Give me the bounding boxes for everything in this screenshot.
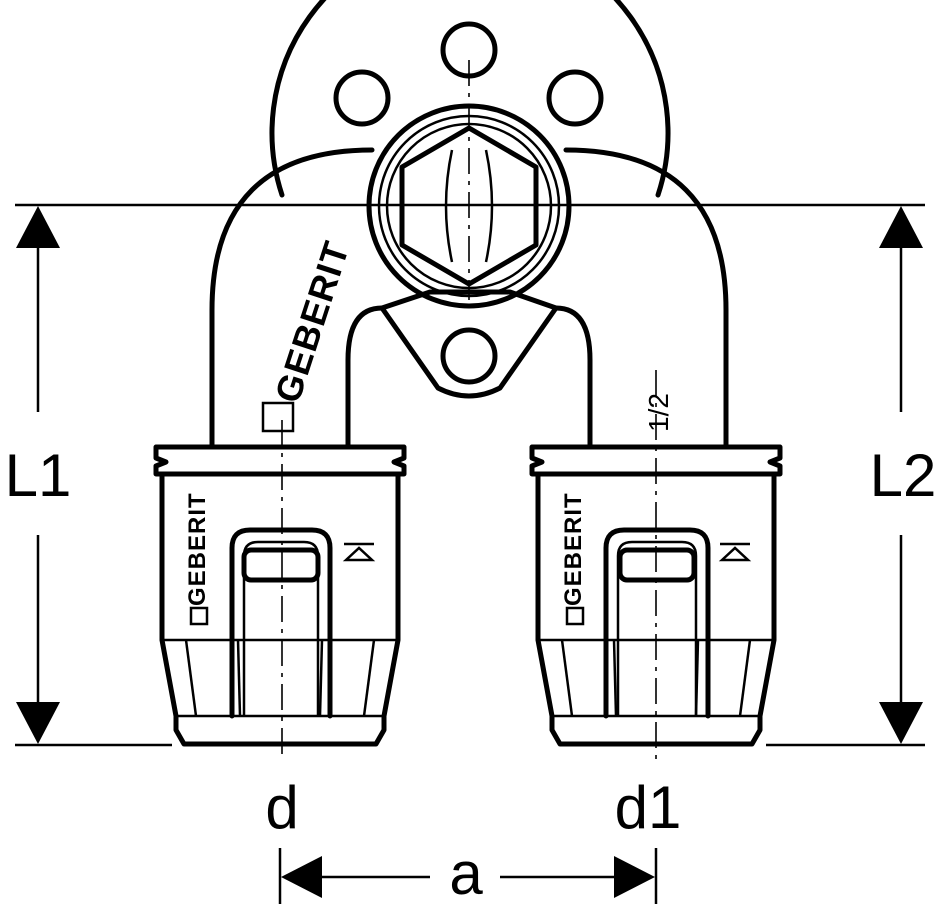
label-a: a: [449, 840, 483, 906]
size-marking: 1/2: [643, 393, 674, 432]
dimension-L2: [470, 203, 925, 747]
label-d: d: [265, 774, 298, 841]
brand-text-left: GEBERIT: [184, 492, 211, 606]
lower-lug: [379, 289, 559, 399]
dimension-L1: [15, 203, 470, 747]
brand-text-body: GEBERIT: [267, 236, 358, 408]
body-marking-left: GEBERIT: [261, 236, 358, 433]
lug-hole: [440, 327, 498, 385]
label-L1: L1: [5, 442, 72, 509]
brand-text-right: GEBERIT: [560, 492, 587, 606]
u-body: [209, 147, 729, 449]
dimension-a: [278, 848, 658, 904]
label-d1: d1: [615, 774, 682, 841]
center-lines: [281, 60, 657, 760]
flange-hole-left: [333, 69, 391, 127]
connector-left: GEBERIT: [153, 444, 407, 747]
marking-square: [261, 401, 295, 433]
label-L2: L2: [870, 442, 937, 509]
flange-hole-right: [546, 69, 604, 127]
wall-flange: [269, 0, 671, 198]
